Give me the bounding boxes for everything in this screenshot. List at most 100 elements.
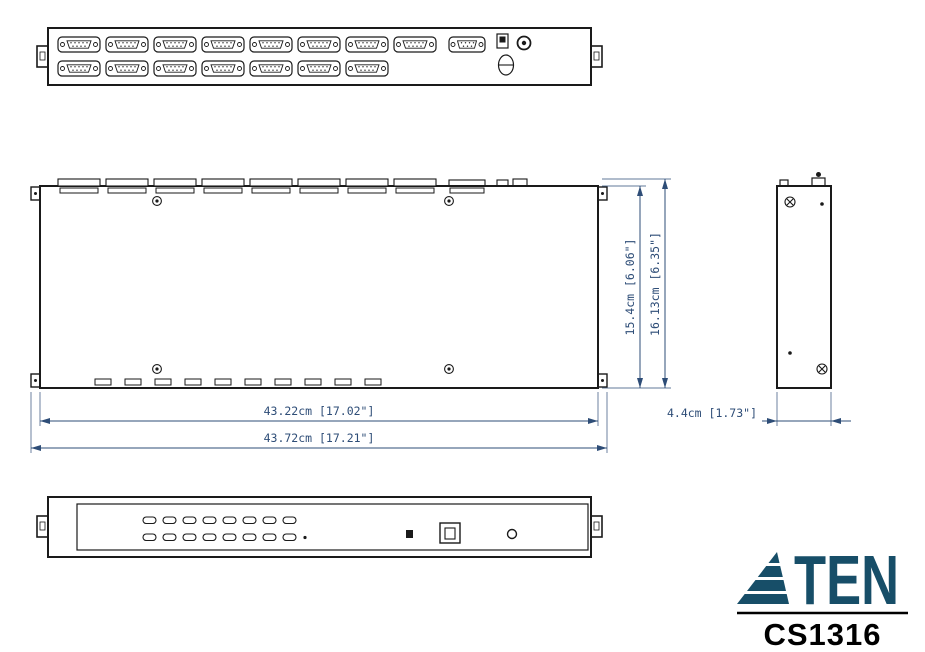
vent-slot (334, 378, 352, 386)
dim-arrow (637, 378, 643, 388)
connector-body-top (395, 187, 435, 194)
kvm-port-connector (345, 60, 389, 77)
screw-hole (788, 351, 792, 355)
connector-body-top (107, 187, 147, 194)
connector-bump (153, 178, 197, 187)
connector-body-top (251, 187, 291, 194)
connector-body-top (59, 187, 99, 194)
power-jack (516, 35, 532, 51)
vent-slot (304, 378, 322, 386)
dim-arrow (588, 418, 598, 424)
connector-body-top (299, 187, 339, 194)
dim-arrow (662, 179, 668, 189)
port-pushbutton (262, 516, 277, 525)
kvm-port-connector (57, 36, 101, 53)
dim-arrow (831, 418, 841, 424)
top-chassis-outline (39, 185, 599, 389)
connector-bump (249, 178, 293, 187)
connector-bump (201, 178, 245, 187)
brand-logo: TEN CS1316 (737, 542, 908, 652)
port-pushbutton (222, 533, 237, 542)
front-chassis-outline (47, 496, 592, 558)
a-stripe (737, 594, 789, 604)
vent-slot (154, 378, 172, 386)
screw (816, 363, 828, 375)
kvm-port-connector (393, 36, 437, 53)
front-ear-slot-left (39, 521, 46, 531)
vent-slot (124, 378, 142, 386)
aten-a-glyph (737, 552, 789, 604)
connector-bump (448, 179, 486, 187)
vent-slot (94, 378, 112, 386)
port-pushbutton (282, 516, 297, 525)
kvm-port-connector (105, 36, 149, 53)
connector-bump (297, 178, 341, 187)
front-round-port (506, 528, 518, 540)
top-view: 15.4cm [6.06"] 16.13cm [6.35"] 43.22cm [… (30, 178, 671, 453)
screw (784, 196, 796, 208)
front-mounting-ear-left (36, 515, 49, 538)
port-pushbutton (202, 516, 217, 525)
top-mounting-ear (597, 373, 608, 388)
kvm-port-connector (249, 36, 293, 53)
reset-pinhole (303, 535, 307, 540)
dim-width-body-label: 43.22cm [17.02"] (264, 404, 375, 418)
power-switch (496, 33, 509, 49)
a-stripe (768, 552, 780, 563)
front-port-jack-inner (444, 527, 456, 540)
power-jack-pin (521, 40, 527, 46)
side-top-tab (811, 177, 826, 187)
front-mounting-ear-right (590, 515, 603, 538)
connector-bump (105, 178, 149, 187)
a-stripe (747, 580, 786, 591)
dim-depth-label: 4.4cm [1.73"] (667, 406, 757, 420)
screw (152, 364, 162, 374)
a-stripe (757, 566, 783, 577)
kvm-port-connector (105, 60, 149, 77)
kvm-port-connector (201, 36, 245, 53)
kvm-port-connector (297, 60, 341, 77)
dim-arrow (662, 378, 668, 388)
kvm-port-connector (153, 36, 197, 53)
top-mounting-ear (30, 373, 41, 388)
rear-view (36, 27, 603, 86)
vent-slot (214, 378, 232, 386)
front-faceplate (76, 503, 589, 551)
model-number: CS1316 (763, 617, 881, 652)
port-pushbutton (242, 516, 257, 525)
connector-body-top (203, 187, 243, 194)
port-pushbutton (242, 533, 257, 542)
dim-arrow (597, 445, 607, 451)
dim-width-total-label: 43.72cm [17.21"] (264, 431, 375, 445)
switch-bump (496, 179, 509, 187)
power-switch-rocker (499, 36, 506, 43)
top-mounting-ear (597, 186, 608, 201)
top-mounting-ear (30, 186, 41, 201)
rear-mounting-ear-left (36, 45, 49, 68)
connector-bump (345, 178, 389, 187)
port-pushbutton (162, 533, 177, 542)
dim-arrow (767, 418, 777, 424)
dim-height-body-label: 15.4cm [6.06"] (623, 239, 637, 336)
screw (444, 196, 454, 206)
port-pushbutton (142, 516, 157, 525)
vent-slot (364, 378, 382, 386)
port-pushbutton (142, 533, 157, 542)
console-port-connector (448, 36, 486, 53)
screw (152, 196, 162, 206)
front-view (36, 496, 603, 558)
front-switch (406, 530, 413, 538)
rear-chassis-outline (47, 27, 592, 86)
port-pushbutton (202, 533, 217, 542)
connector-body-top (155, 187, 195, 194)
rear-ear-slot-left (39, 51, 46, 61)
side-chassis-outline (776, 185, 832, 389)
kvm-port-connector (345, 36, 389, 53)
dim-height-total-label: 16.13cm [6.35"] (648, 232, 662, 336)
dim-arrow (40, 418, 50, 424)
dim-arrow (637, 186, 643, 196)
front-ear-slot-right (593, 521, 600, 531)
port-pushbutton (182, 533, 197, 542)
